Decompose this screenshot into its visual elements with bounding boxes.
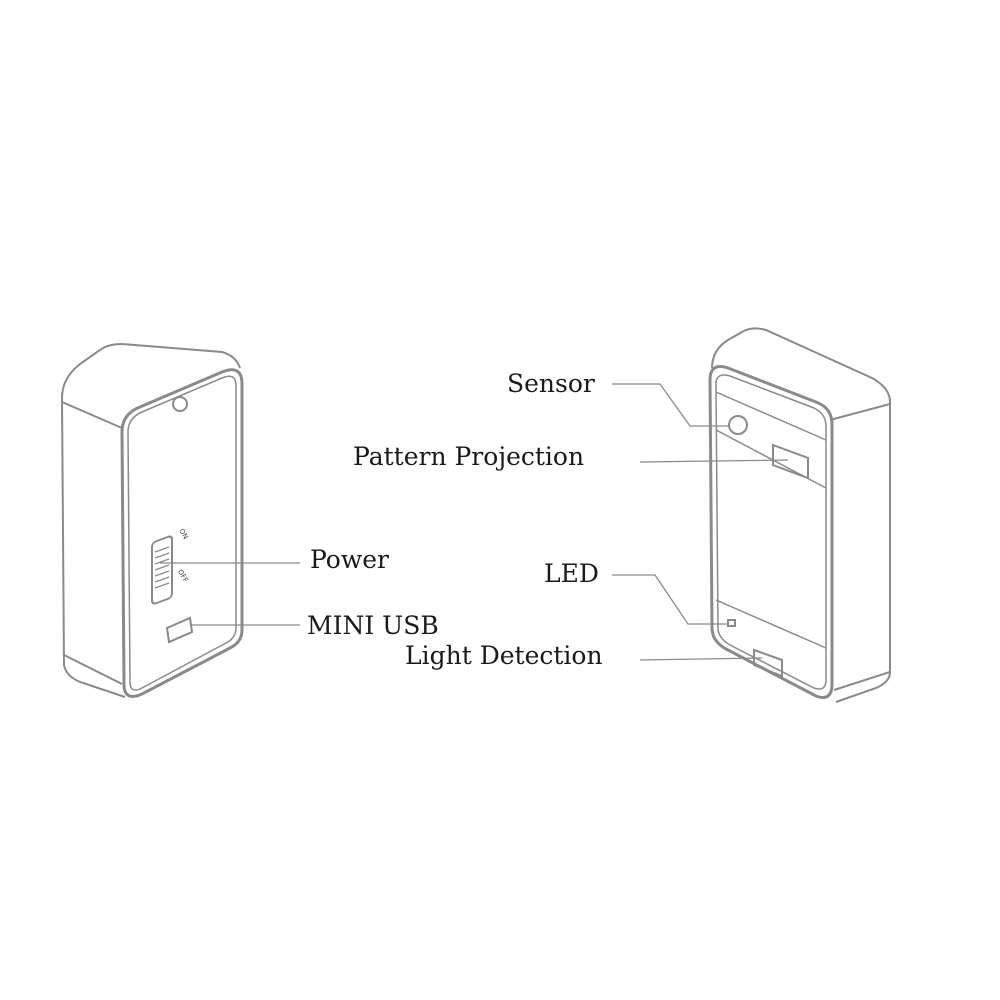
led-indicator xyxy=(727,619,736,627)
label-power: Power xyxy=(310,545,390,574)
left-device-edge xyxy=(61,401,123,429)
left-device-left-side xyxy=(61,397,126,698)
pattern-leader xyxy=(639,459,789,463)
left-device-front-face xyxy=(120,368,244,698)
light-leader xyxy=(639,657,763,661)
mini-usb-port xyxy=(165,616,194,644)
switch-ridges xyxy=(154,546,170,589)
right-device xyxy=(708,327,891,703)
label-light-detection: Light Detection xyxy=(405,641,603,670)
right-device-front-face xyxy=(708,365,834,699)
sensor-leader xyxy=(612,383,730,427)
power-switch xyxy=(151,535,173,605)
left-device-front-bevel xyxy=(127,375,237,691)
right-device-right-side xyxy=(835,400,891,703)
label-led: LED xyxy=(544,559,599,588)
window-lines xyxy=(715,391,827,649)
right-device-edge xyxy=(829,403,891,421)
sensor-lens xyxy=(728,415,748,435)
left-device xyxy=(61,342,244,698)
right-device-front-bevel xyxy=(715,374,827,690)
label-mini-usb: MINI USB xyxy=(307,611,439,640)
left-device-top-face xyxy=(61,342,241,399)
led-leader xyxy=(612,574,728,625)
light-detector-window xyxy=(753,648,783,678)
left-device-edge xyxy=(63,654,123,685)
label-sensor: Sensor xyxy=(507,369,595,398)
right-device-top-face xyxy=(711,327,891,403)
projector-window xyxy=(772,443,809,480)
label-pattern-projection: Pattern Projection xyxy=(353,442,585,471)
right-device-edge xyxy=(833,671,891,691)
hole-icon xyxy=(172,396,188,412)
leader-lines xyxy=(160,383,789,661)
